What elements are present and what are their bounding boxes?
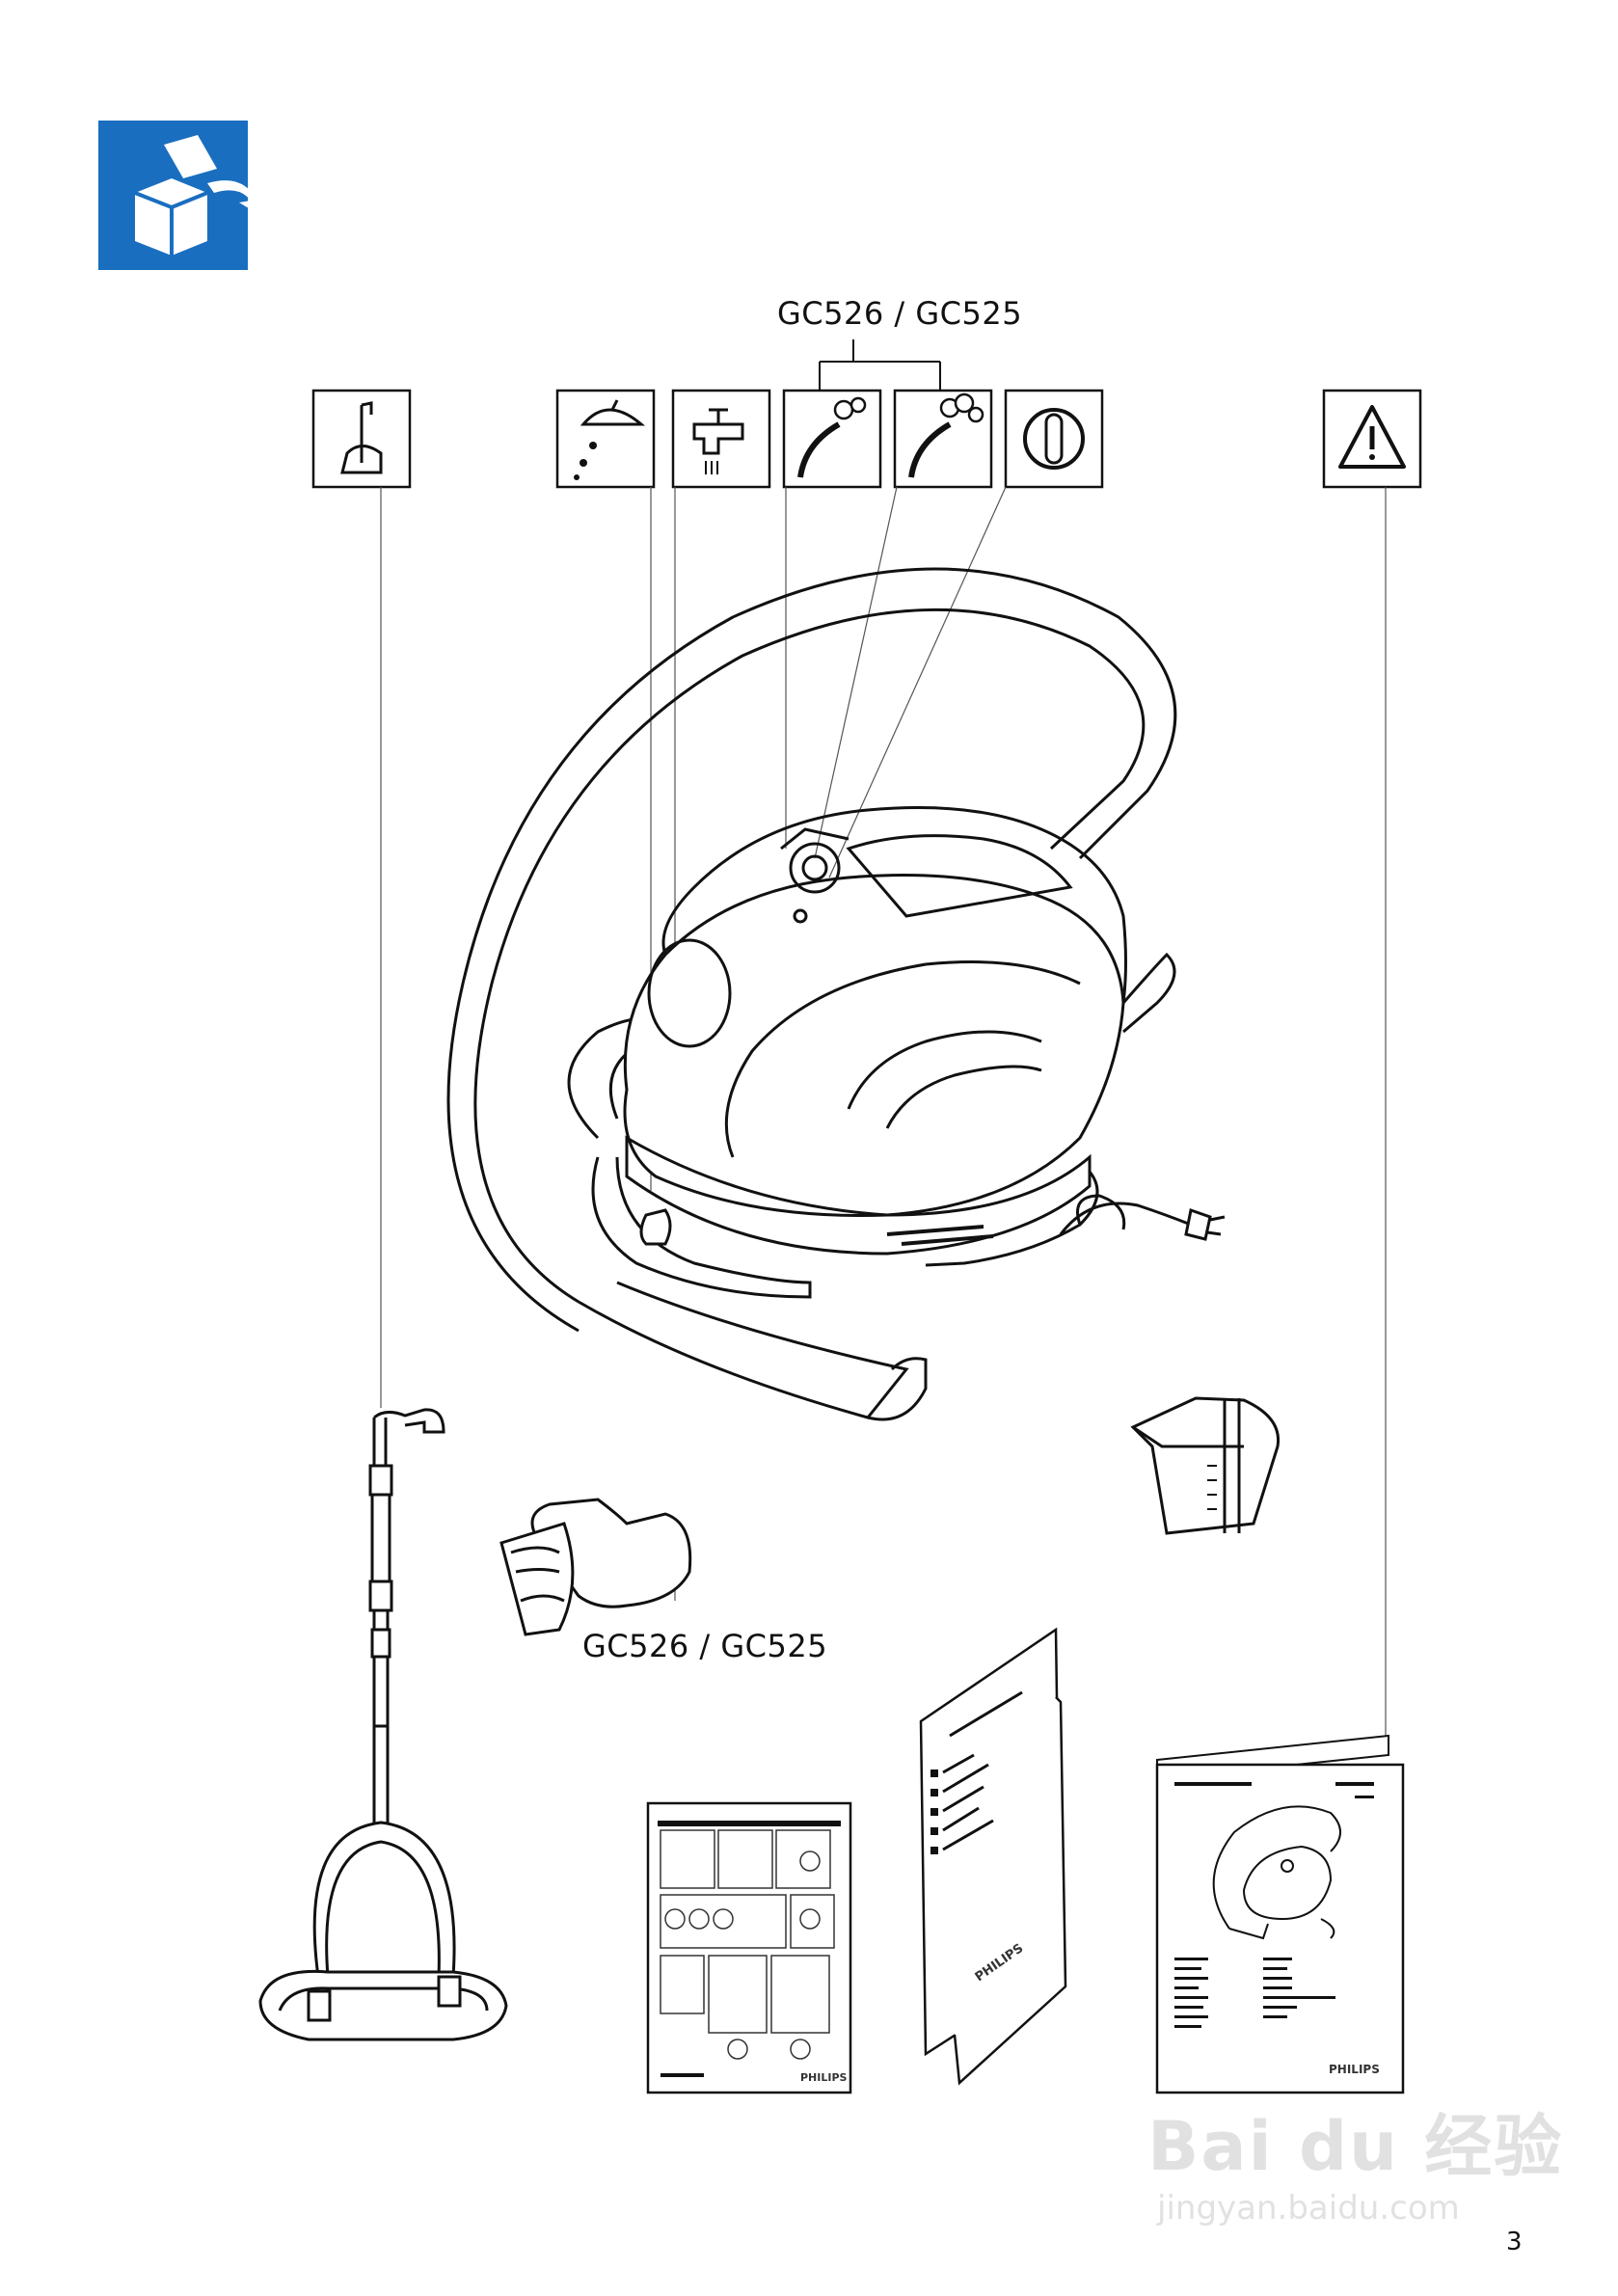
symbol-stand-icon xyxy=(311,389,412,489)
booklet-brand: PHILIPS xyxy=(1329,2063,1380,2076)
instruction-leaflet-illustration: PHILIPS xyxy=(646,1801,852,2094)
symbol-tap-water-icon xyxy=(671,389,771,489)
page-number: 3 xyxy=(1506,2228,1523,2256)
unpack-box-icon xyxy=(98,121,270,270)
symbol-steam-hose-max-icon xyxy=(893,389,993,489)
symbol-steam-plate-drip-icon xyxy=(555,389,656,489)
watermark-brand: Bai du 经验 xyxy=(1147,2107,1564,2186)
watermark-url: jingyan.baidu.com xyxy=(1157,2189,1460,2228)
garment-stand-illustration xyxy=(258,1408,508,2041)
folded-leaflet-illustration: PHILIPS xyxy=(919,1627,1067,2086)
symbol-steam-hose-icon xyxy=(782,389,882,489)
glove-illustration xyxy=(499,1498,692,1636)
model-label-glove: GC526 / GC525 xyxy=(582,1628,828,1664)
measuring-cup-illustration xyxy=(1130,1396,1281,1535)
user-manual-booklet-illustration: PHILIPS xyxy=(1155,1734,1405,2094)
baidu-watermark: Bai du 经验 jingyan.baidu.com xyxy=(1147,2093,1561,2237)
leaflet-brand: PHILIPS xyxy=(800,2071,848,2084)
model-label-top: GC526 / GC525 xyxy=(777,295,1023,332)
symbol-power-button-icon xyxy=(1004,389,1104,489)
steamer-unit-illustration xyxy=(446,567,1226,1421)
symbol-warning-icon xyxy=(1322,389,1422,489)
